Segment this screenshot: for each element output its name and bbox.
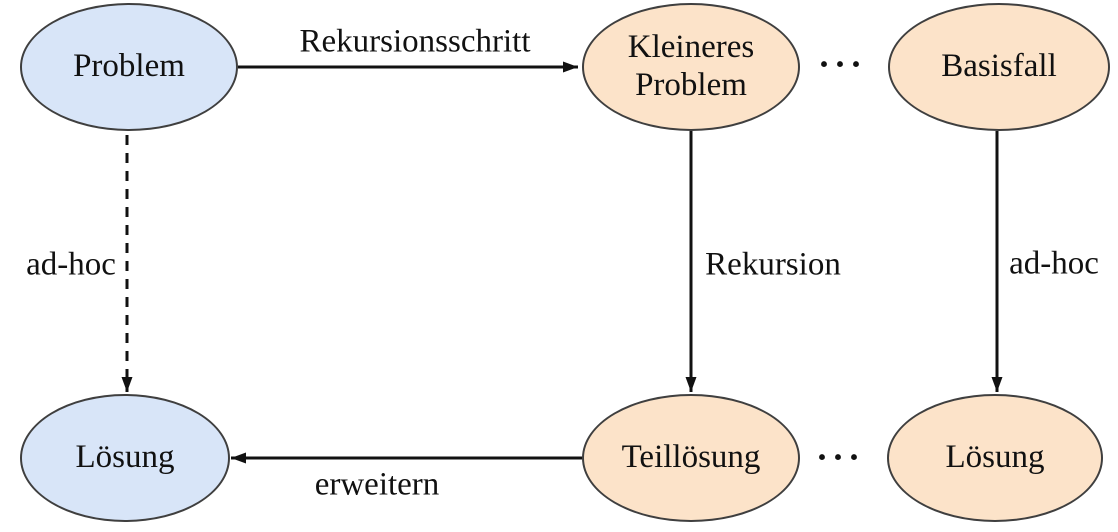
edge-label-rekursion: Rekursion — [705, 246, 841, 283]
edge-label-erweitern: erweitern — [314, 466, 440, 503]
node-loesung-left: Lösung — [20, 394, 230, 522]
edge-label-ad-hoc-left: ad-hoc — [26, 246, 116, 283]
node-teilloesung-label: Teillösung — [621, 439, 761, 476]
ellipsis-dots-bottom: ··· — [815, 437, 865, 477]
node-teilloesung: Teillösung — [582, 394, 800, 522]
node-problem: Problem — [20, 3, 238, 131]
edge-label-ad-hoc-right: ad-hoc — [1009, 245, 1099, 282]
ellipsis-dots-top: ··· — [817, 44, 867, 84]
node-loesung-right-label: Lösung — [945, 439, 1045, 476]
node-basisfall-label: Basisfall — [941, 48, 1057, 85]
node-kleineres-problem-label: Kleineres Problem — [627, 29, 755, 103]
node-loesung-left-label: Lösung — [75, 439, 175, 476]
node-kleineres-problem: Kleineres Problem — [582, 3, 800, 131]
node-basisfall: Basisfall — [888, 3, 1110, 131]
node-loesung-right: Lösung — [887, 394, 1103, 522]
edge-label-rekursionsschritt: Rekursionsschritt — [299, 23, 531, 60]
node-problem-label: Problem — [73, 48, 185, 85]
